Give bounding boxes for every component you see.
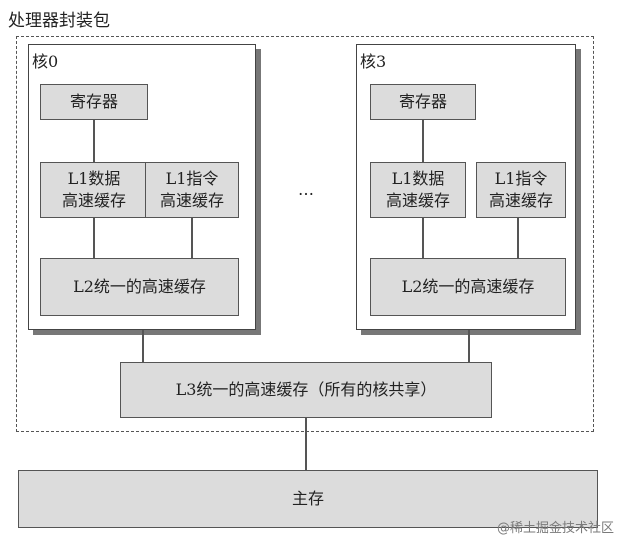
core-0-l1i-to-l2-line (191, 218, 193, 258)
core-0-l1d-to-l2-line (93, 218, 95, 258)
core-3-l1i-to-l2-line (517, 218, 519, 258)
more-cores-ellipsis: … (298, 180, 315, 199)
core-3-label: 核3 (360, 52, 387, 71)
core-3-l1-data-cache: L1数据 高速缓存 (370, 162, 466, 218)
core-3-reg-to-l1d-line (422, 120, 424, 162)
package-title: 处理器封装包 (8, 11, 110, 31)
core-0-to-l3-line (142, 330, 144, 362)
core-0-l2-cache: L2统一的高速缓存 (40, 258, 239, 316)
core-3-l1-instruction-cache: L1指令 高速缓存 (476, 162, 566, 218)
core-0-reg-to-l1d-line (93, 120, 95, 162)
core-3-to-l3-line (468, 330, 470, 362)
core-0-registers: 寄存器 (40, 84, 148, 120)
core-3-registers: 寄存器 (370, 84, 476, 120)
core-0-label: 核0 (32, 52, 59, 71)
watermark-text: @稀土掘金技术社区 (496, 521, 614, 536)
core-3-l2-cache: L2统一的高速缓存 (370, 258, 566, 316)
main-memory: 主存 (18, 470, 598, 528)
l3-shared-cache: L3统一的高速缓存（所有的核共享） (120, 362, 492, 418)
core-0-l1-instruction-cache: L1指令 高速缓存 (145, 162, 239, 218)
l3-to-main-memory-line (305, 418, 307, 470)
core-3-l1d-to-l2-line (422, 218, 424, 258)
core-0-l1-data-cache: L1数据 高速缓存 (40, 162, 148, 218)
